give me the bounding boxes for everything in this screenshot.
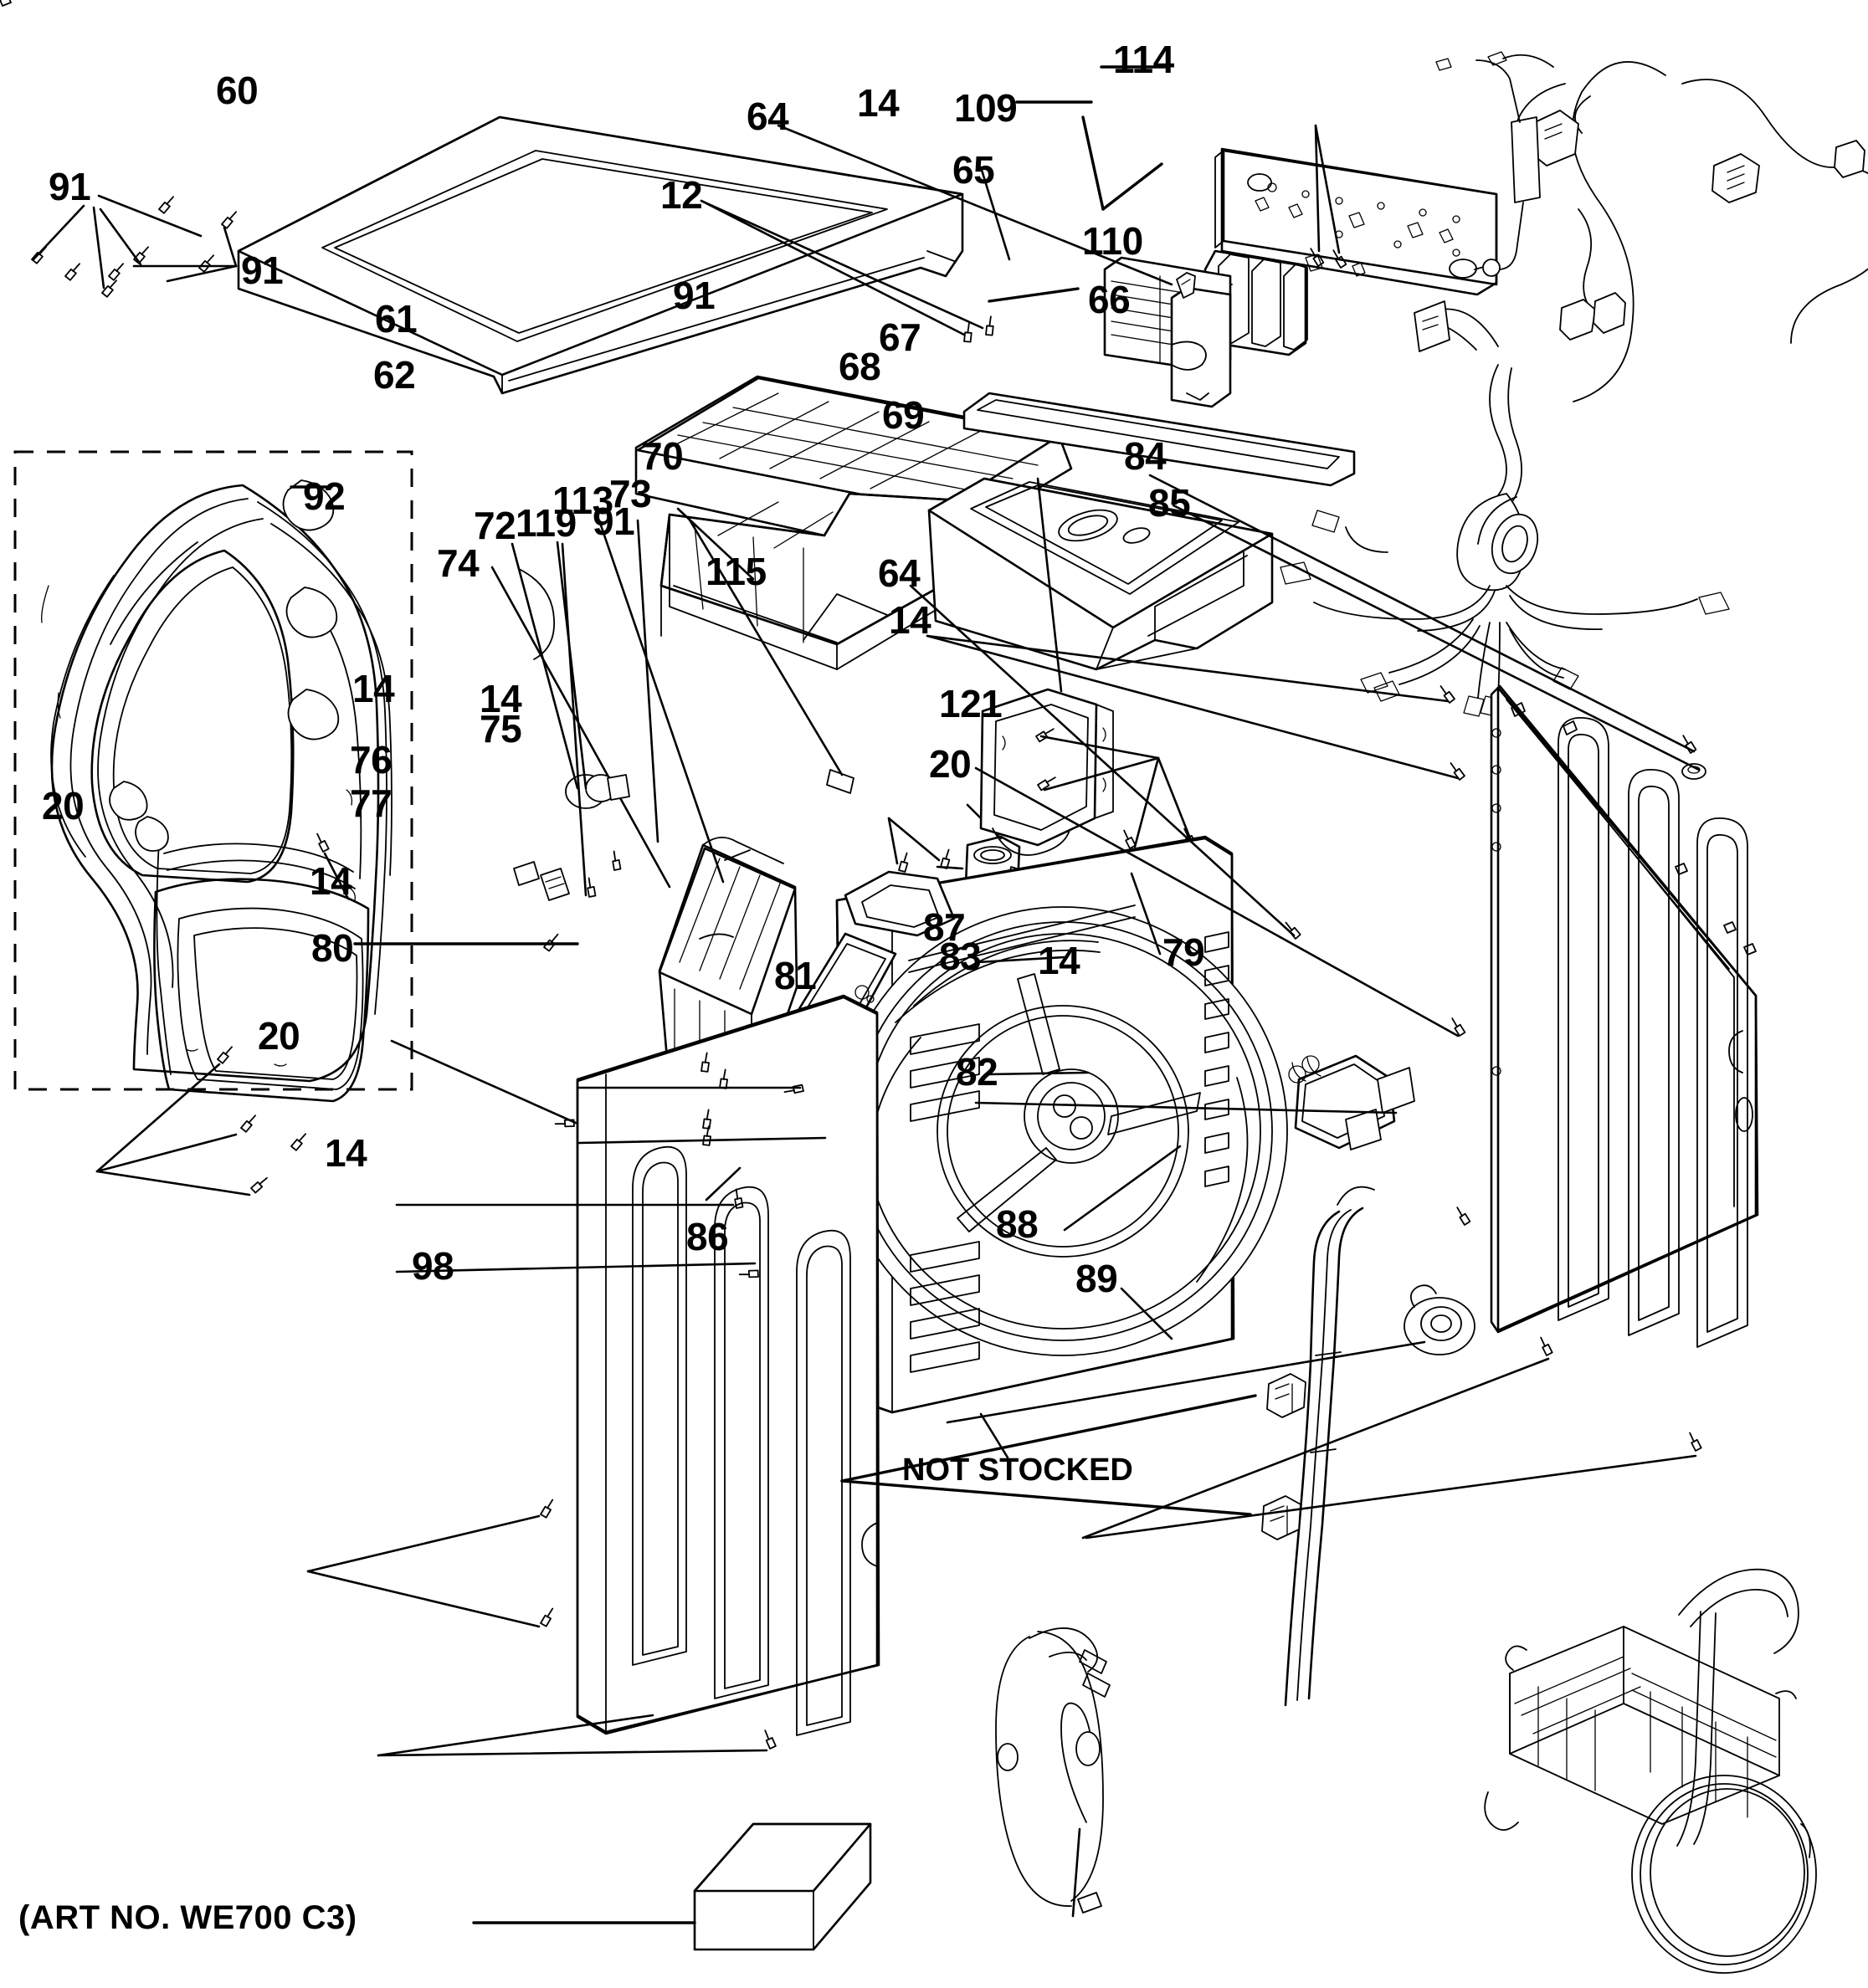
- part-109-thermal-fuse: [1435, 58, 1541, 277]
- callout-91-b: 91: [241, 248, 284, 292]
- part-65-control-panel: [1214, 147, 1498, 296]
- callout-119: 119: [516, 501, 577, 545]
- callout-85: 85: [1148, 481, 1191, 525]
- callout-91-a: 91: [49, 165, 91, 208]
- callout-80: 80: [311, 926, 354, 970]
- callout-66: 66: [1088, 278, 1131, 321]
- part-62-blower-housing: [659, 492, 989, 670]
- part-79-side-panel: [1490, 684, 1759, 1348]
- callout-68: 68: [839, 345, 881, 388]
- part-80-front-panel: [576, 994, 880, 1736]
- callout-87: 87: [923, 905, 966, 949]
- callout-72: 72: [474, 504, 516, 547]
- callout-14-a: 14: [857, 81, 900, 125]
- part-68-heater-assembly: [1103, 256, 1232, 408]
- part-12-rail: [962, 392, 1356, 487]
- callout-91-d: 91: [593, 500, 635, 543]
- callout-64-b: 64: [878, 551, 921, 595]
- art-number-label: (ART NO. WE700 C3): [18, 1899, 357, 1936]
- part-121-hinge-bracket: [1288, 1054, 1415, 1150]
- callout-89: 89: [1075, 1257, 1118, 1300]
- callout-110: 110: [1082, 219, 1143, 263]
- callout-70: 70: [641, 434, 684, 478]
- callout-98: 98: [412, 1244, 454, 1288]
- callout-14-d: 14: [480, 677, 522, 720]
- callout-12: 12: [660, 173, 703, 217]
- callout-82: 82: [956, 1050, 998, 1094]
- part-89-seal-ring: [1631, 1775, 1817, 1974]
- leader-lines-91-top: [32, 194, 238, 289]
- callout-76: 76: [350, 738, 393, 781]
- callout-73: 73: [609, 472, 652, 515]
- callout-83: 83: [939, 935, 982, 978]
- callout-65: 65: [952, 148, 995, 192]
- callout-81: 81: [774, 954, 817, 997]
- callout-84: 84: [1124, 434, 1167, 478]
- callout-121: 121: [939, 682, 1003, 725]
- part-82-83-vent-tube: [1284, 1186, 1375, 1707]
- callout-115: 115: [706, 550, 767, 593]
- part-66-main-harness: [1280, 300, 1730, 717]
- callout-92: 92: [303, 474, 346, 518]
- callout-113: 113: [552, 479, 613, 522]
- callout-14-c: 14: [352, 667, 395, 710]
- callout-60: 60: [216, 69, 259, 112]
- callout-77: 77: [350, 781, 393, 825]
- part-92-door-assembly: [41, 479, 393, 1103]
- callout-67: 67: [879, 315, 921, 359]
- callout-14-b: 14: [889, 598, 931, 642]
- callout-109: 109: [954, 86, 1018, 130]
- callout-14-g: 14: [325, 1131, 367, 1175]
- part-20-screws-left: [214, 1046, 311, 1195]
- part-114-wire-harness: [1487, 51, 1868, 402]
- callout-88: 88: [996, 1202, 1039, 1246]
- part-98-literature-pack: [693, 1822, 872, 1951]
- part-88-drying-rack: [1484, 1568, 1799, 1847]
- not-stocked-label: NOT STOCKED: [902, 1453, 1133, 1488]
- callout-91-c: 91: [673, 274, 716, 317]
- part-81-clamps: [1261, 1373, 1306, 1540]
- callout-20-a: 20: [42, 784, 85, 827]
- part-86-wire-assembly: [995, 1627, 1111, 1914]
- callout-74: 74: [437, 541, 480, 585]
- callout-14-f: 14: [1038, 939, 1080, 982]
- callout-114: 114: [1113, 38, 1174, 81]
- part-91-screws-top: [28, 196, 242, 300]
- part-69-lint-filter-duct: [927, 477, 1274, 671]
- part-92-dashed-boundary: [13, 450, 413, 1091]
- part-64-clip-upper: [1176, 272, 1196, 299]
- callout-20-b: 20: [929, 742, 972, 786]
- callout-75: 75: [480, 707, 522, 751]
- callout-20-c: 20: [258, 1014, 300, 1058]
- part-72-119-small-parts: [513, 568, 854, 953]
- callout-64-a: 64: [747, 95, 789, 138]
- callout-79: 79: [1162, 930, 1205, 974]
- callout-69: 69: [882, 393, 925, 437]
- callout-62: 62: [373, 353, 416, 397]
- part-91-screws-mid: [895, 848, 957, 875]
- part-87-grommet: [1404, 1284, 1475, 1355]
- callout-61: 61: [375, 297, 418, 341]
- callout-86: 86: [686, 1215, 729, 1258]
- callout-14-e: 14: [310, 859, 352, 903]
